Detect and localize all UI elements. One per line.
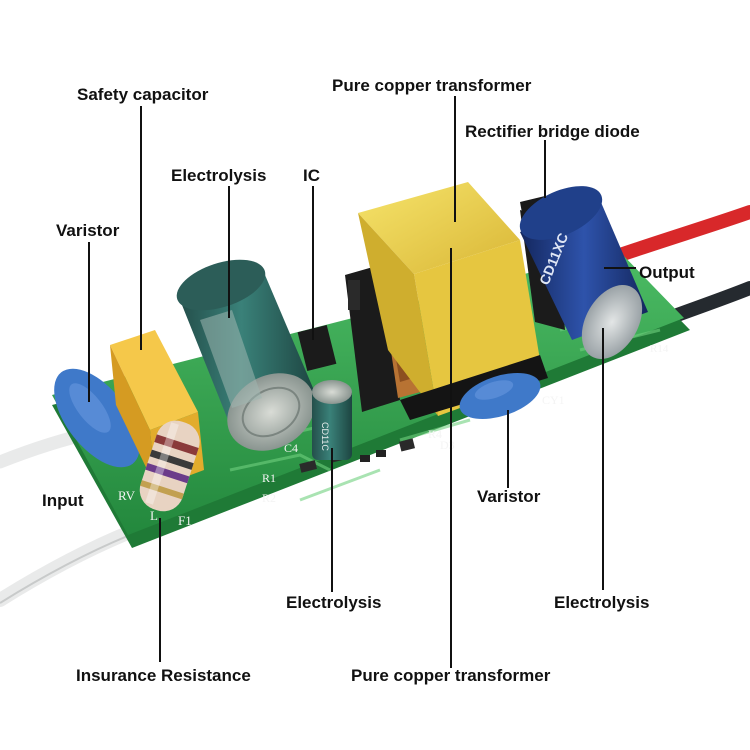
silk-l: L <box>150 508 158 523</box>
silk-rv: RV <box>118 488 136 503</box>
small-cap-marking: CD11C <box>320 422 330 451</box>
silk-r2: R2 <box>262 491 276 505</box>
label-varistor-left: Varistor <box>56 221 120 240</box>
silk-c4: C4 <box>284 441 298 455</box>
label-pure-copper-transformer-top: Pure copper transformer <box>332 76 532 95</box>
electrolytic-capacitor-small: CD11C <box>312 380 352 460</box>
label-electrolysis-bottom-right: Electrolysis <box>554 593 650 612</box>
silk-cy1: CY1 <box>542 393 565 407</box>
label-electrolysis-top: Electrolysis <box>171 166 267 185</box>
electrolytic-capacitor-large <box>176 259 316 451</box>
label-pure-copper-transformer-bottom: Pure copper transformer <box>351 666 551 685</box>
leader-lines <box>88 96 636 668</box>
silk-r1: R1 <box>262 471 276 485</box>
insurance-resistor <box>139 420 200 512</box>
silk-r14: R14 <box>650 343 669 355</box>
label-rectifier-bridge-diode: Rectifier bridge diode <box>465 122 640 141</box>
label-electrolysis-bottom-middle: Electrolysis <box>286 593 382 612</box>
input-wire-bottom <box>0 523 142 607</box>
label-safety-capacitor: Safety capacitor <box>77 85 209 104</box>
label-output: Output <box>639 263 695 282</box>
label-insurance-resistance: Insurance Resistance <box>76 666 251 685</box>
label-input: Input <box>42 491 84 510</box>
label-ic: IC <box>303 166 320 185</box>
silk-d3: D3 <box>440 438 455 452</box>
label-varistor-right: Varistor <box>477 487 541 506</box>
electrolytic-capacitor-blue: CD11XC <box>519 186 648 359</box>
silk-f1: F1 <box>178 513 192 528</box>
silk-r4: R4 <box>428 427 442 441</box>
ic-chip <box>297 324 337 372</box>
output-wire-red <box>613 205 750 262</box>
